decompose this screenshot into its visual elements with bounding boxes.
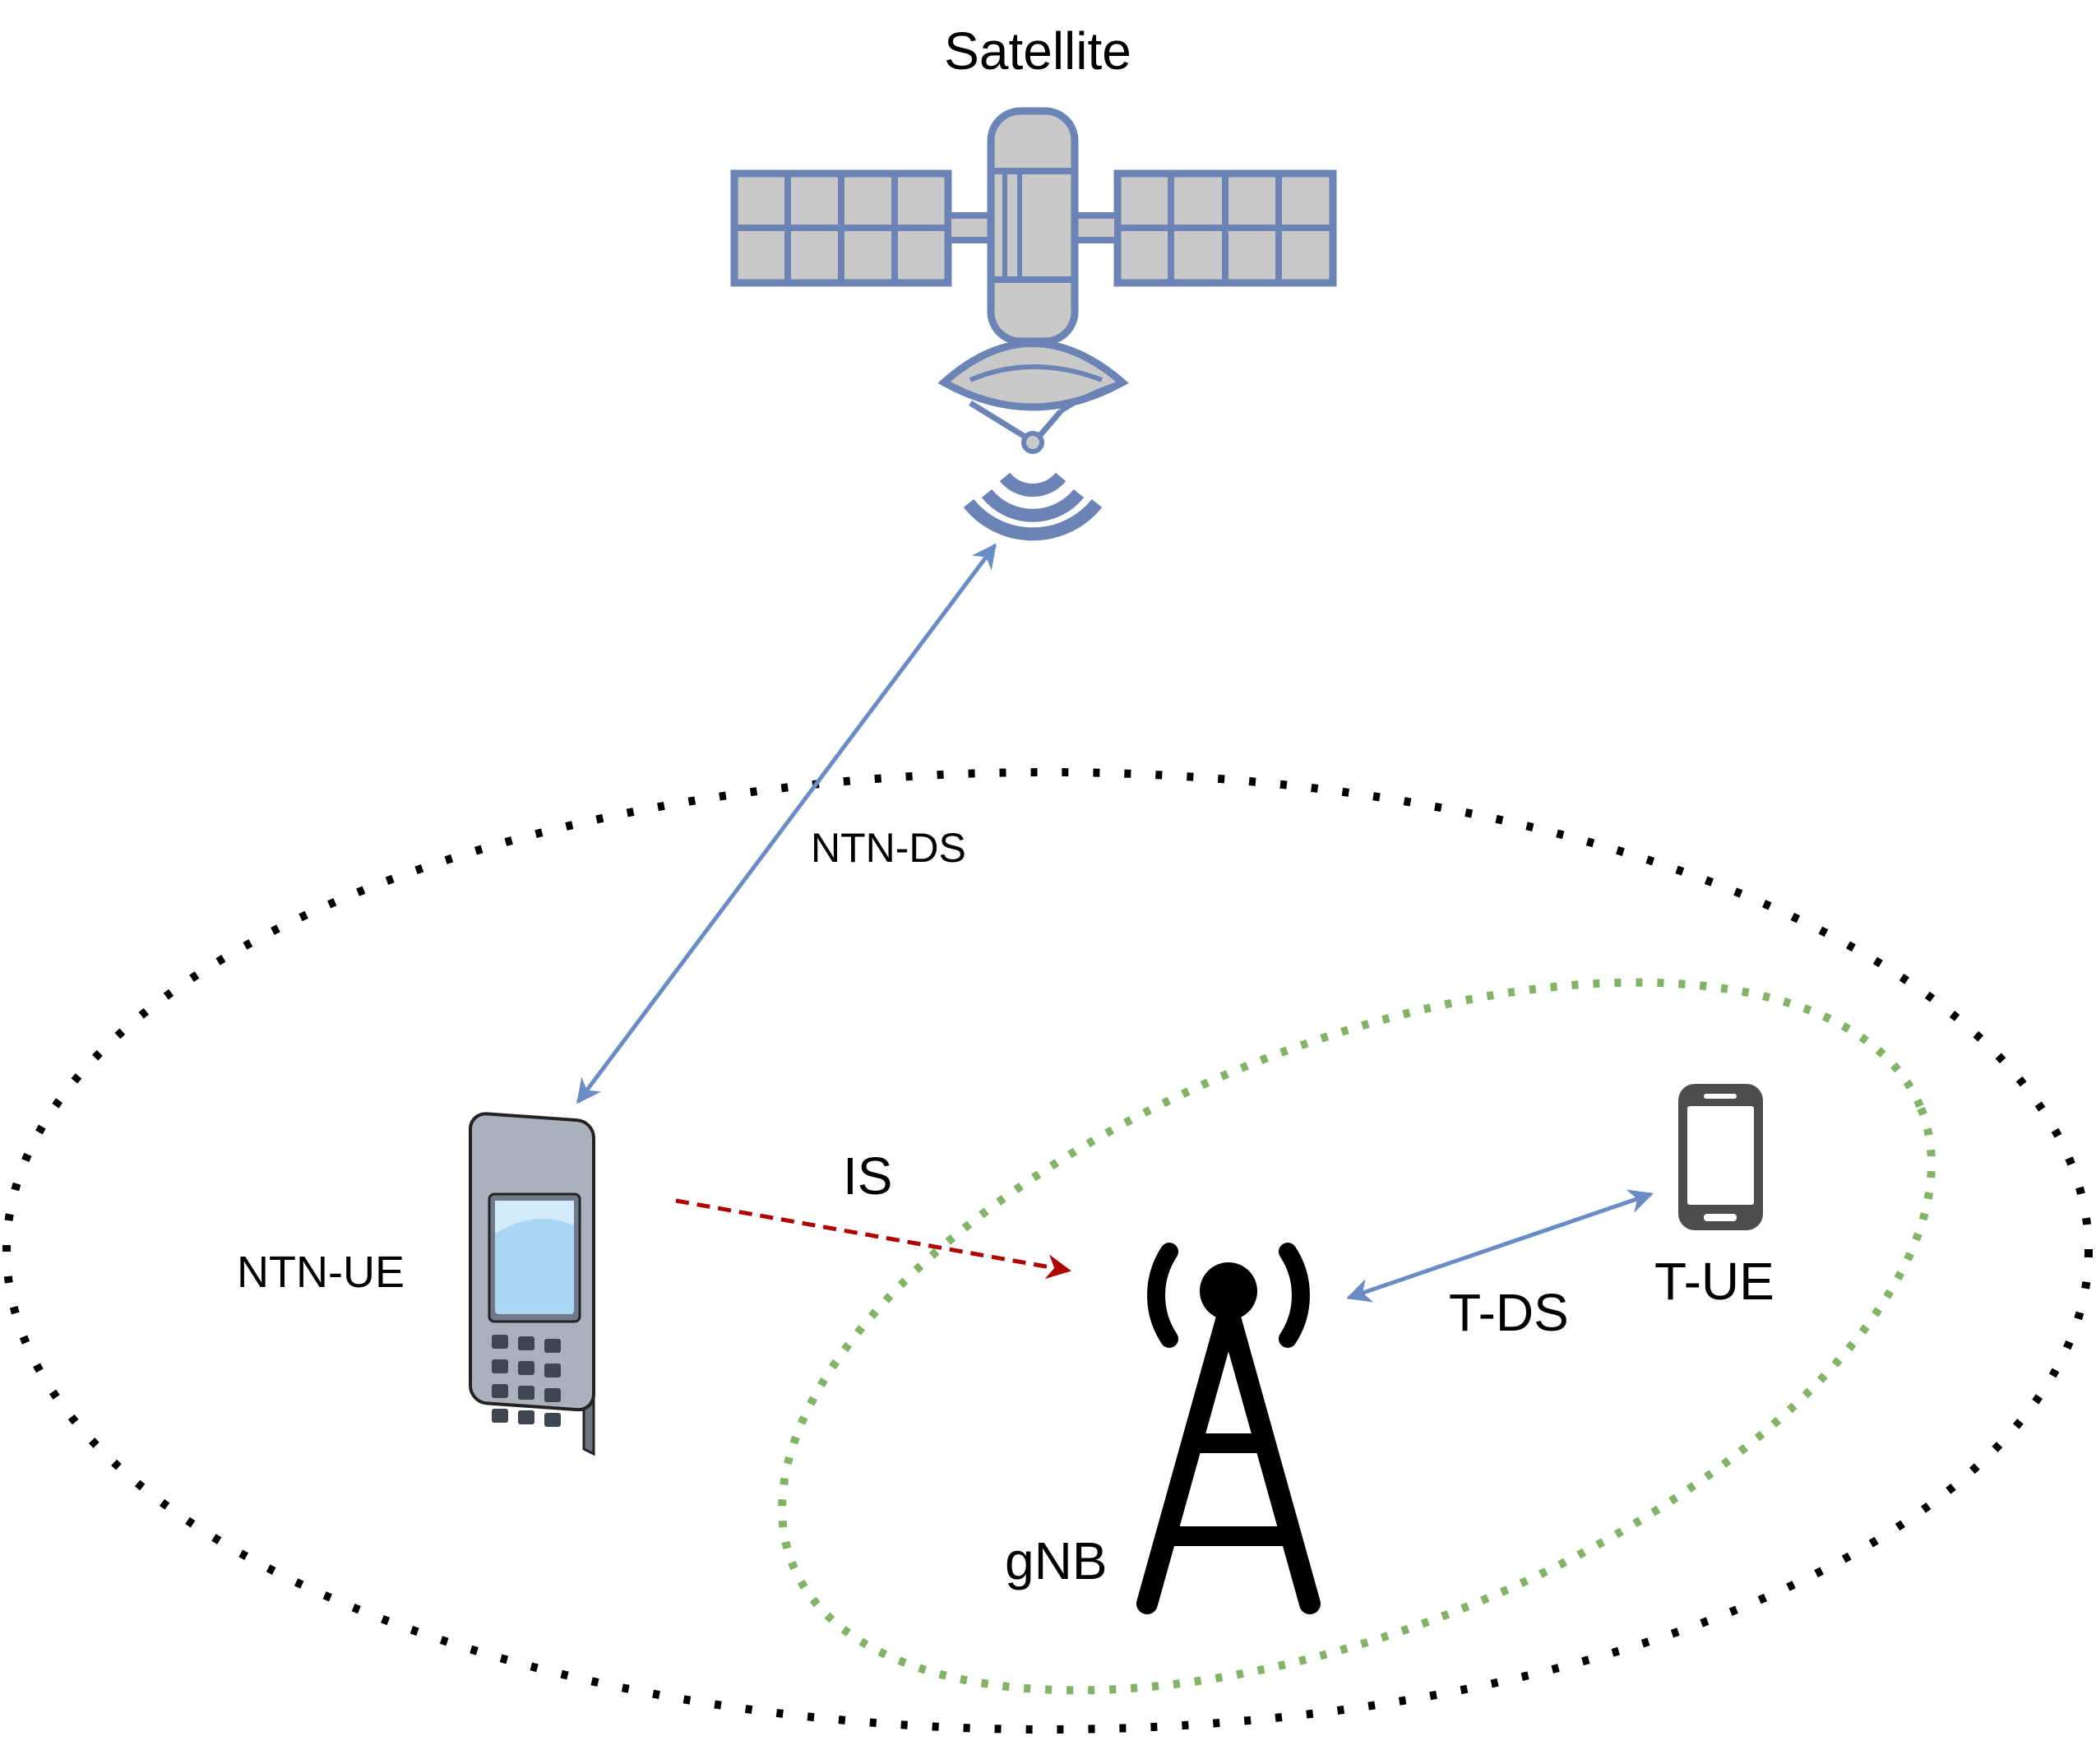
t-ue-label: T-UE [1654,1252,1774,1311]
radio-tower-icon [1136,1243,1321,1614]
feature-phone-icon [469,1112,595,1456]
ntn-ds-label: NTN-DS [811,825,966,871]
is-interference-link [675,1198,1071,1280]
ntn-ue-label: NTN-UE [237,1248,405,1297]
satellite-icon [730,107,1337,541]
is-label: IS [843,1146,892,1206]
t-ds-label: T-DS [1449,1283,1569,1342]
terrestrial-coverage-area [778,978,1936,1695]
t-ds-link [1346,1189,1654,1303]
satellite-label: Satellite [944,21,1131,81]
ntn-coverage-area [2,768,2093,1734]
gnb-label: gNB [1005,1531,1108,1590]
smartphone-icon [1678,1084,1763,1230]
ntn-ds-link [576,543,997,1104]
